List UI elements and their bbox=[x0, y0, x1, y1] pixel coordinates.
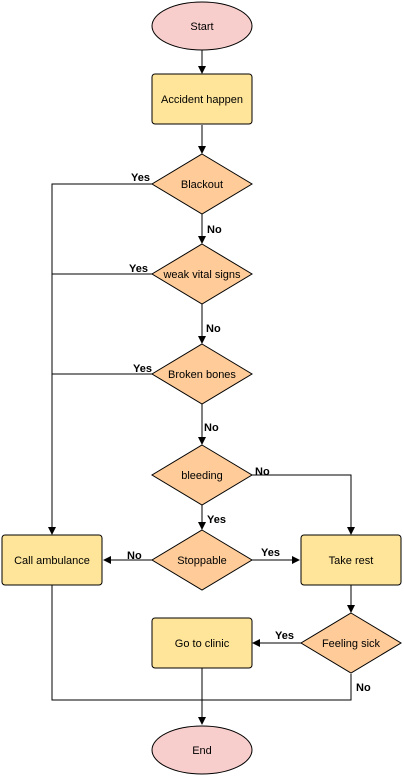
node-stoppable-label: Stoppable bbox=[177, 555, 227, 567]
node-call-ambulance-label: Call ambulance bbox=[14, 555, 90, 567]
node-go-to-clinic[interactable]: Go to clinic bbox=[151, 617, 253, 669]
label-stoppable-yes: Yes bbox=[261, 547, 280, 559]
label-broken-yes: Yes bbox=[133, 363, 152, 375]
label-bleeding-no: No bbox=[255, 466, 270, 478]
node-bleeding-label: bleeding bbox=[181, 470, 223, 482]
node-call-ambulance[interactable]: Call ambulance bbox=[1, 534, 103, 586]
label-weak-yes: Yes bbox=[129, 263, 148, 275]
node-feeling-sick-label: Feeling sick bbox=[322, 638, 381, 650]
node-weak-vital-signs[interactable]: weak vital signs bbox=[151, 243, 253, 305]
node-take-rest[interactable]: Take rest bbox=[300, 534, 402, 586]
edges bbox=[48, 50, 355, 725]
label-bleeding-yes: Yes bbox=[207, 514, 226, 526]
edge-bleeding-no-rest bbox=[252, 474, 355, 535]
node-broken-bones-label: Broken bones bbox=[168, 369, 236, 381]
node-end[interactable]: End bbox=[151, 725, 253, 775]
node-stoppable[interactable]: Stoppable bbox=[151, 529, 253, 591]
node-start-label: Start bbox=[190, 21, 213, 33]
node-bleeding[interactable]: bleeding bbox=[151, 444, 253, 506]
node-broken-bones[interactable]: Broken bones bbox=[151, 343, 253, 405]
label-weak-no: No bbox=[206, 323, 221, 335]
edge-labels: Yes No Yes No Yes No No Yes No Yes Yes N… bbox=[127, 172, 371, 694]
node-go-to-clinic-label: Go to clinic bbox=[175, 638, 230, 650]
node-feeling-sick[interactable]: Feeling sick bbox=[300, 612, 402, 674]
label-blackout-yes: Yes bbox=[131, 172, 150, 184]
node-accident-label: Accident happen bbox=[161, 94, 243, 106]
label-feeling-no: No bbox=[356, 682, 371, 694]
node-accident[interactable]: Accident happen bbox=[151, 73, 253, 125]
node-take-rest-label: Take rest bbox=[329, 555, 374, 567]
label-stoppable-no: No bbox=[127, 550, 142, 562]
label-broken-no: No bbox=[204, 422, 219, 434]
node-weak-vital-signs-label: weak vital signs bbox=[162, 269, 241, 281]
node-blackout-label: Blackout bbox=[181, 179, 223, 191]
node-end-label: End bbox=[192, 745, 212, 757]
edge-feeling-no-end bbox=[202, 674, 352, 701]
edge-blackout-yes-ambulance bbox=[48, 183, 152, 535]
node-start[interactable]: Start bbox=[151, 1, 253, 51]
node-blackout[interactable]: Blackout bbox=[151, 153, 253, 215]
label-feeling-yes: Yes bbox=[275, 630, 294, 642]
edge-ambulance-end bbox=[51, 585, 202, 701]
label-blackout-no: No bbox=[207, 224, 222, 236]
